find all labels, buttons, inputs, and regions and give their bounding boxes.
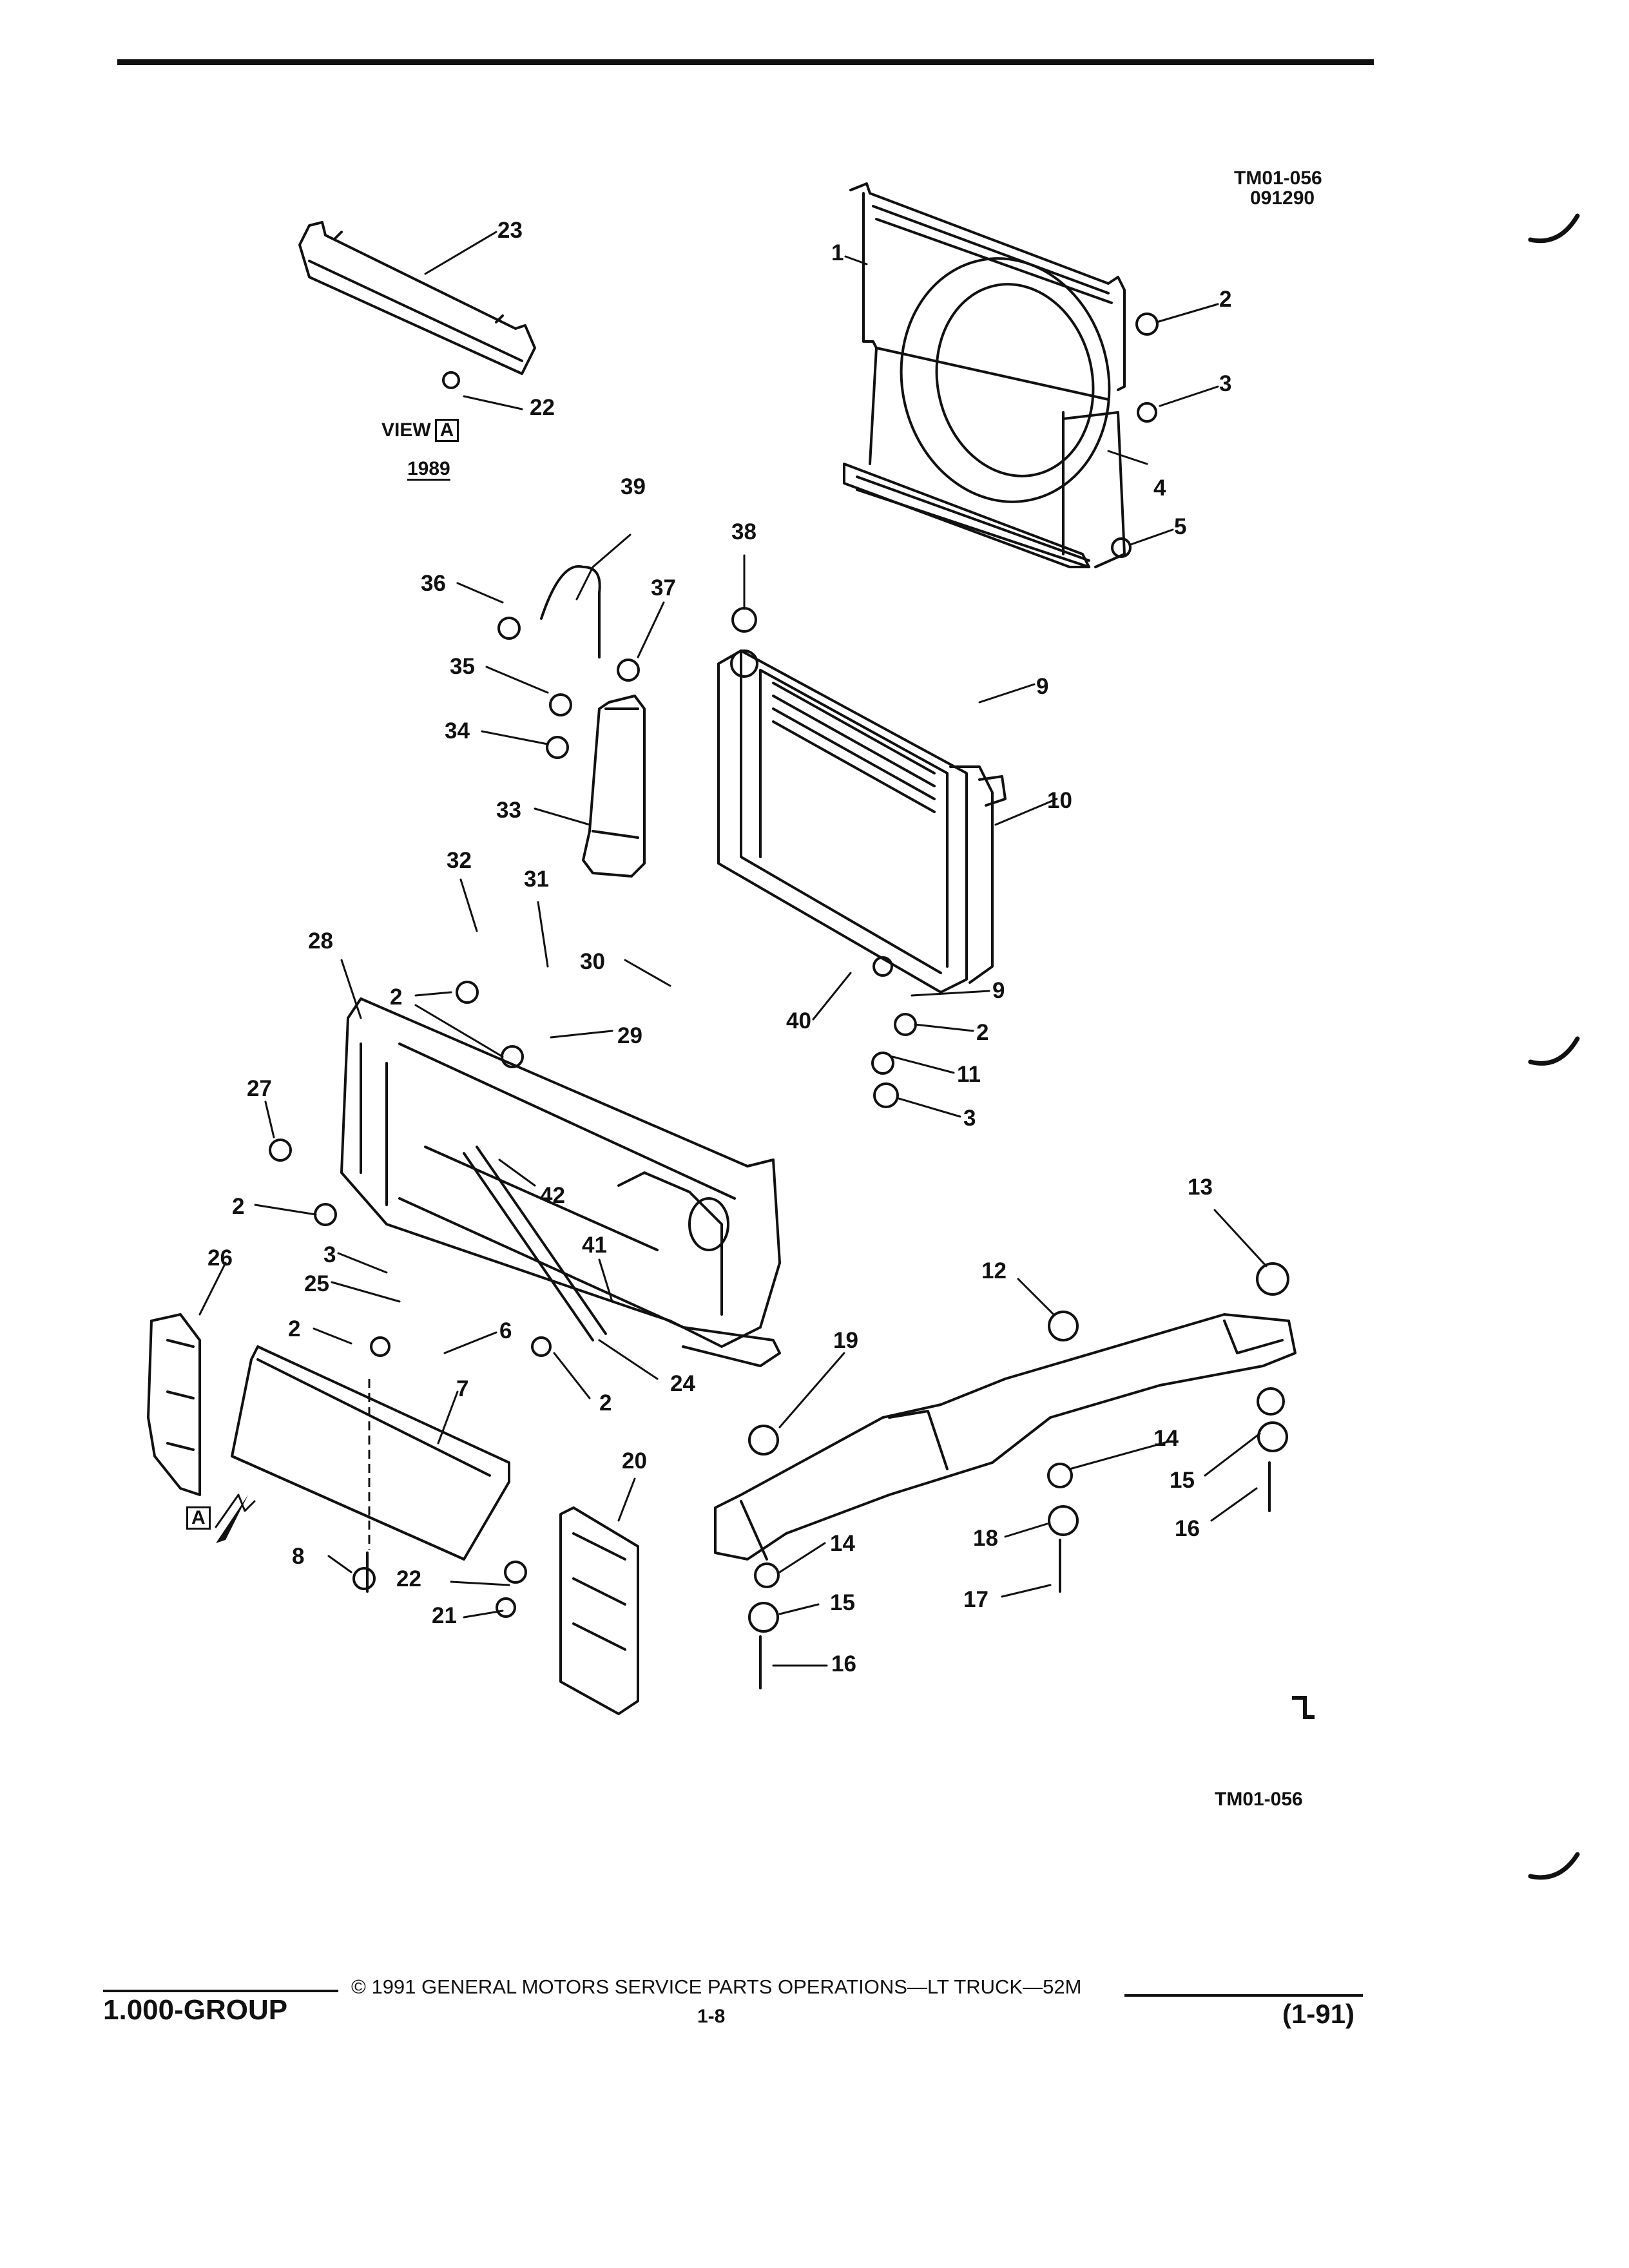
bolts — [366, 1461, 1271, 1689]
tie-bar-brace — [463, 1146, 607, 1341]
view-a-arrow — [216, 1495, 248, 1543]
view-year: 1989 — [407, 458, 450, 479]
callout-8: 8 — [292, 1544, 305, 1569]
callout-5: 5 — [1174, 514, 1187, 539]
radiator-support — [340, 997, 781, 1367]
callout-17: 17 — [963, 1587, 988, 1612]
callout-2: 2 — [1219, 287, 1232, 312]
figure-date: 091290 — [1250, 187, 1315, 209]
header-rule — [117, 59, 1374, 65]
side-baffle-left — [147, 1313, 201, 1496]
footer-rule-right — [1124, 1994, 1363, 1997]
callout-16: 16 — [1175, 1516, 1200, 1541]
footer-rule-left — [103, 1990, 338, 1992]
callout-2: 2 — [288, 1316, 301, 1341]
callout-36: 36 — [421, 571, 446, 596]
coolant-recovery-tank — [582, 695, 646, 878]
lower-air-baffle — [231, 1345, 510, 1561]
callout-24: 24 — [670, 1371, 695, 1396]
callout-19: 19 — [833, 1328, 858, 1353]
callout-2: 2 — [599, 1390, 612, 1416]
callout-7: 7 — [456, 1376, 469, 1401]
callout-18: 18 — [973, 1526, 998, 1551]
footer-page-number: 1-8 — [697, 2006, 726, 2027]
fan-shroud — [843, 182, 1126, 568]
callout-22: 22 — [396, 1566, 421, 1591]
callout-20: 20 — [622, 1448, 647, 1474]
callout-42: 42 — [540, 1183, 565, 1208]
callout-9: 9 — [992, 978, 1005, 1003]
callout-4: 4 — [1153, 476, 1166, 501]
bottom-figure-code: TM01-056 — [1215, 1789, 1303, 1810]
fasteners — [269, 312, 1289, 1633]
view-label-text: VIEW — [381, 419, 431, 441]
callout-15: 15 — [1170, 1468, 1195, 1493]
side-baffle-right — [559, 1506, 639, 1715]
callout-16: 16 — [831, 1651, 856, 1677]
front-crossmember — [714, 1313, 1296, 1561]
callout-27: 27 — [247, 1076, 272, 1101]
callout-6: 6 — [499, 1318, 512, 1343]
callout-34: 34 — [445, 718, 470, 744]
callout-31: 31 — [524, 867, 549, 892]
binding-marks — [1528, 213, 1580, 1880]
trademark-symbol — [1292, 1696, 1315, 1719]
callout-37: 37 — [651, 575, 676, 601]
callout-15: 15 — [830, 1590, 855, 1615]
callout-33: 33 — [496, 798, 521, 823]
callout-11: 11 — [957, 1062, 981, 1087]
footer-date: (1-91) — [1282, 1999, 1355, 2029]
callout-3: 3 — [1219, 371, 1232, 396]
footer-group: 1.000-GROUP — [103, 1994, 288, 2026]
footer-copyright: © 1991 GENERAL MOTORS SERVICE PARTS OPER… — [351, 1975, 1082, 1998]
callout-3: 3 — [323, 1242, 336, 1267]
callout-39: 39 — [621, 474, 646, 499]
view-arrow-marker: A — [182, 1506, 211, 1530]
callout-14: 14 — [1153, 1426, 1179, 1451]
callout-2: 2 — [232, 1194, 245, 1219]
callout-40: 40 — [786, 1008, 811, 1033]
callout-21: 21 — [432, 1603, 457, 1628]
callout-41: 41 — [582, 1233, 607, 1258]
callout-3: 3 — [963, 1106, 976, 1131]
callout-13: 13 — [1188, 1175, 1213, 1200]
callout-2: 2 — [390, 985, 403, 1010]
callout-25: 25 — [304, 1271, 329, 1296]
radiator — [717, 649, 1007, 994]
view-marker-box: A — [434, 419, 459, 442]
callout-12: 12 — [981, 1258, 1007, 1283]
callout-10: 10 — [1047, 788, 1072, 813]
callout-32: 32 — [447, 848, 472, 873]
callout-28: 28 — [308, 928, 333, 954]
callout-26: 26 — [207, 1245, 233, 1271]
callout-29: 29 — [617, 1023, 642, 1048]
callout-35: 35 — [450, 654, 475, 679]
air-deflector-1989 — [298, 221, 536, 375]
callout-2: 2 — [976, 1020, 989, 1045]
callout-9: 9 — [1036, 674, 1049, 699]
callout-1: 1 — [831, 240, 844, 265]
callout-22: 22 — [530, 395, 555, 420]
callout-30: 30 — [580, 949, 605, 974]
callout-38: 38 — [731, 519, 757, 544]
callout-14: 14 — [830, 1531, 855, 1556]
overflow-hose — [540, 565, 601, 658]
leader-lines — [198, 231, 1268, 1667]
callout-23: 23 — [497, 218, 523, 243]
figure-code: TM01-056 — [1234, 168, 1322, 189]
